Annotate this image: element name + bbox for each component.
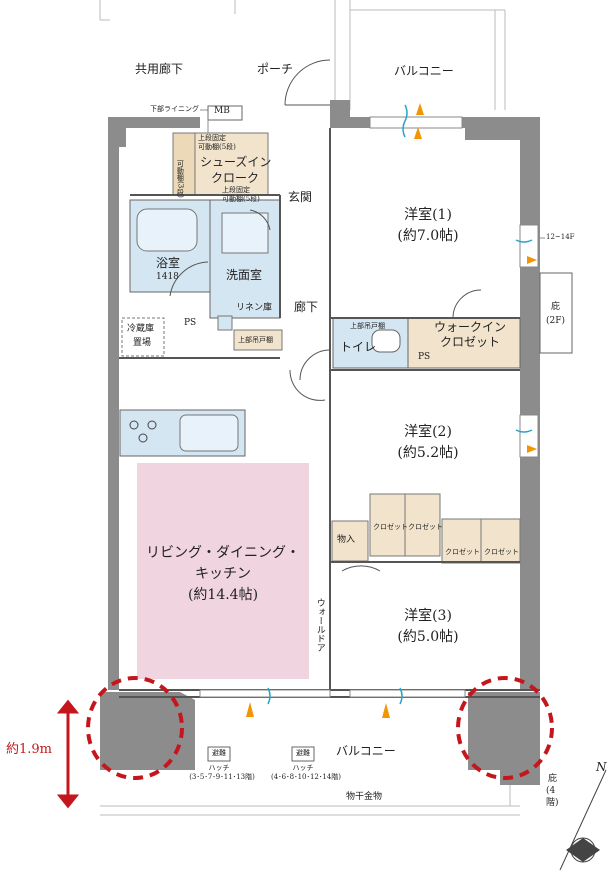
label-laundry-rail: 物干金物 <box>346 792 383 802</box>
label-balcony-top: バルコニー <box>394 64 454 78</box>
label-eaves-2f-1: 庇 <box>551 302 561 312</box>
eaves-2f-box <box>539 272 573 354</box>
label-balcony-bottom: バルコニー <box>336 744 396 758</box>
ldk-area <box>137 463 309 679</box>
label-ps-1: PS <box>184 318 197 328</box>
toilet-bowl <box>371 329 401 353</box>
height-marker-left <box>86 676 184 780</box>
upper-cabinet-box <box>233 329 283 351</box>
label-room3-size: (約5.0帖) <box>397 629 459 645</box>
label-hatch1-word: ハッチ <box>208 764 230 772</box>
label-toilet: トイレ <box>340 340 377 354</box>
label-common-corridor: 共用廊下 <box>135 62 184 76</box>
label-shelf-upper-fixed-2: 上段固定 <box>222 186 250 194</box>
linen-box <box>217 315 233 331</box>
label-hatch2-title: 避難 <box>296 749 310 757</box>
label-linen: リネン庫 <box>236 303 273 313</box>
label-eaves-4f-3: 階) <box>546 798 559 808</box>
label-ps-2: PS <box>418 352 431 362</box>
wic-area <box>407 317 521 369</box>
airflow-arrows <box>246 103 537 718</box>
label-hallway: 廊下 <box>294 300 319 314</box>
label-hatch2-floors: (4･6･8･10･12･14階) <box>270 773 342 781</box>
leader-lines <box>200 109 545 239</box>
stove <box>129 420 157 443</box>
vent-icons <box>267 104 533 705</box>
washbasin <box>221 212 269 254</box>
label-hatch1-floors: (3･5･7･9･11･13階) <box>189 773 255 781</box>
label-fridge-2: 置場 <box>133 338 152 348</box>
label-shelf-upper-fixed: 上段固定 <box>198 134 226 142</box>
label-wall-door: ウォールドア <box>314 598 325 652</box>
label-shoes-cloak-2: クローク <box>211 171 260 185</box>
toilet-area <box>332 317 409 369</box>
compass-icon <box>559 769 607 871</box>
label-storage: 物入 <box>337 535 356 545</box>
bathtub <box>136 208 198 252</box>
label-closet-2: クロゼット <box>408 523 443 531</box>
storage-box <box>331 520 369 562</box>
label-wic-1: ウォークイン <box>434 320 507 334</box>
label-room3-name: 洋室(3) <box>404 608 452 624</box>
label-mb: MB <box>214 106 230 116</box>
label-height-note: 約1.9m <box>6 742 53 757</box>
label-porch: ポーチ <box>257 62 294 76</box>
label-shelf-movable-3: 可動棚(3段) <box>176 160 185 198</box>
label-eaves-4f-2: (4 <box>546 786 556 796</box>
label-ldk-2: キッチン <box>195 566 251 582</box>
fridge-space <box>121 317 165 357</box>
label-bath-size: 1418 <box>156 272 179 282</box>
label-closet-4: クロゼット <box>484 548 519 556</box>
label-wic-2: クロゼット <box>440 335 501 349</box>
evacuation-hatch-2 <box>291 746 315 762</box>
label-room2-name: 洋室(2) <box>404 424 452 440</box>
label-ldk-size: (約14.4帖) <box>187 587 259 603</box>
label-room2-size: (約5.2帖) <box>397 445 459 461</box>
height-arrow <box>56 699 80 809</box>
label-eaves-2f-2: (2F) <box>546 316 565 326</box>
label-bath: 浴室 <box>156 256 181 270</box>
label-room1-size: (約7.0帖) <box>397 228 459 244</box>
label-eaves-4f-1: 庇 <box>548 774 558 784</box>
label-shelf-movable-5: 可動棚(5段) <box>198 143 236 151</box>
evacuation-hatch-1 <box>207 746 231 762</box>
label-room1-name: 洋室(1) <box>404 207 452 223</box>
label-washroom: 洗面室 <box>226 268 263 282</box>
label-upper-cabinet-toilet: 上部吊戸棚 <box>350 322 385 330</box>
label-north: N <box>596 760 607 774</box>
label-fridge-1: 冷蔵庫 <box>127 324 155 334</box>
label-hatch2-word: ハッチ <box>292 764 314 772</box>
label-hatch1-title: 避難 <box>212 749 226 757</box>
label-upper-cabinet: 上部吊戸棚 <box>238 336 273 344</box>
label-entrance: 玄関 <box>288 190 313 204</box>
door-swings <box>169 59 482 572</box>
label-ldk-1: リビング・ダイニング・ <box>146 545 300 561</box>
label-shelf-movable-5-2: 可動棚(5段) <box>222 195 260 203</box>
label-closet-1: クロゼット <box>373 523 408 531</box>
label-lower-lining: 下部ライニング <box>150 105 199 113</box>
label-floor-note: 12~14F <box>546 233 575 241</box>
windows <box>199 116 539 698</box>
label-shoes-cloak-1: シューズイン <box>200 155 272 169</box>
height-marker-right <box>456 676 554 780</box>
label-closet-3: クロゼット <box>445 548 480 556</box>
kitchen-sink <box>179 414 239 452</box>
